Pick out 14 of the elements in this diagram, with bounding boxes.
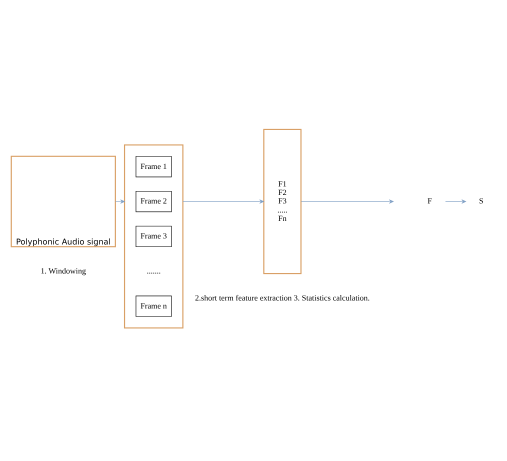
node-box: Frame 3 xyxy=(135,225,172,247)
node-box: Frame n xyxy=(135,295,172,316)
arrow xyxy=(444,198,466,204)
label: 2.short term feature extraction 3. Statistics calculation. xyxy=(194,292,370,302)
node-box: Frame 1 xyxy=(135,156,172,177)
cluster xyxy=(123,144,183,328)
label: ....... xyxy=(146,266,160,275)
label: 1. Windowing xyxy=(40,266,86,275)
node-text: F xyxy=(427,196,432,206)
arrow xyxy=(114,198,124,204)
node-text: S xyxy=(478,196,483,206)
arrow xyxy=(182,198,264,204)
node-box: F1 F2 F3 ..... Fn xyxy=(262,128,302,274)
node-box: Frame 2 xyxy=(135,190,172,212)
